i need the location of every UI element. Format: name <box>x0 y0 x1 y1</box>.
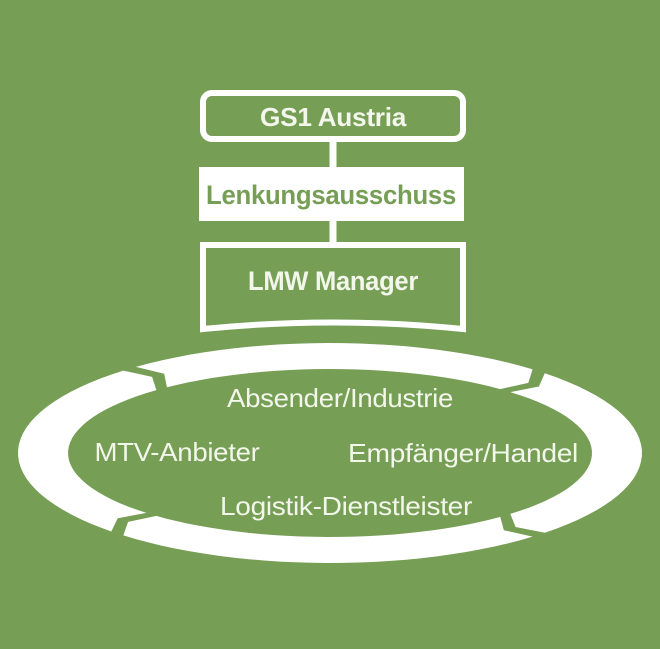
gs1-austria-box <box>200 90 466 142</box>
cycle-arrow-bottom <box>123 515 533 563</box>
cycle-ring: Absender/Industrie MTV-Anbieter Empfänge… <box>18 343 642 563</box>
gs1-austria-label: GS1 Austria <box>260 102 407 132</box>
cycle-label-absender-industrie: Absender/Industrie <box>227 383 453 413</box>
lenkungsausschuss-box <box>199 167 464 221</box>
org-chart: GS1 Austria Lenkungsausschuss LMW Manage… <box>199 90 466 333</box>
cycle-label-mtv-anbieter: MTV-Anbieter <box>95 437 261 467</box>
cycle-arrow-right <box>510 373 642 533</box>
cycle-arrow-top <box>135 343 533 390</box>
cycle-label-empfaenger-handel: Empfänger/Handel <box>348 438 578 468</box>
lenkungsausschuss-label: Lenkungsausschuss <box>206 180 456 210</box>
lmw-manager-label: LMW Manager <box>248 266 419 296</box>
cycle-label-logistik-dienstleister: Logistik-Dienstleister <box>220 491 473 521</box>
cycle-arrow-left <box>18 370 157 532</box>
lmw-manager-box <box>200 242 466 333</box>
